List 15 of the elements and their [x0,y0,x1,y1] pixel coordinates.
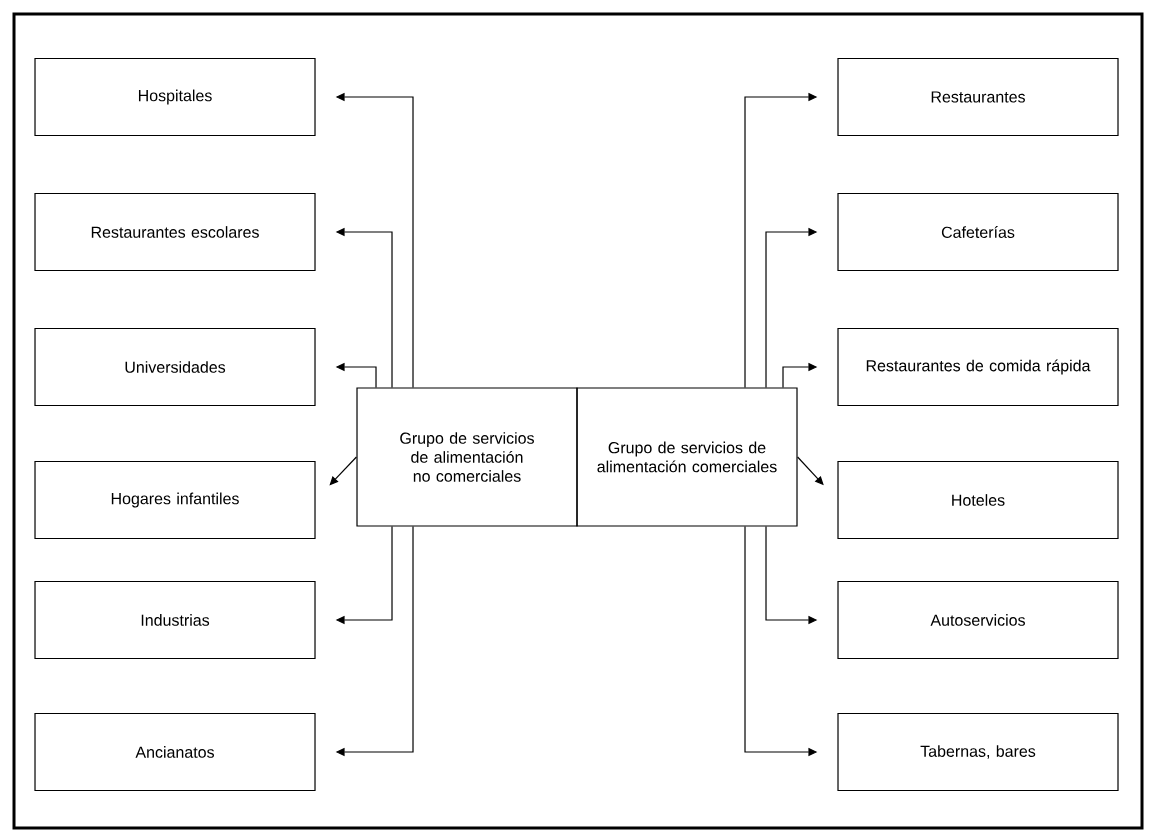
category-box: Industrias [34,580,316,660]
category-box: Tabernas, bares [837,712,1119,792]
category-box: Restaurantes [837,57,1119,137]
category-box: Autoservicios [837,580,1119,660]
category-box: Restaurantes escolares [34,192,316,272]
arrow [329,456,357,486]
category-box: Hoteles [837,460,1119,540]
category-box: Hospitales [34,57,316,137]
category-box: Hogares infantiles [34,460,316,540]
category-box: Ancianatos [34,712,316,792]
category-box: Universidades [34,327,316,407]
category-box: Grupo de servicios de alimentación comerciales [576,387,798,527]
category-box: Cafeterías [837,192,1119,272]
category-box: Grupo de servicios de alimentación no comerciales [356,387,578,527]
category-box: Restaurantes de comida rápida [837,327,1119,407]
